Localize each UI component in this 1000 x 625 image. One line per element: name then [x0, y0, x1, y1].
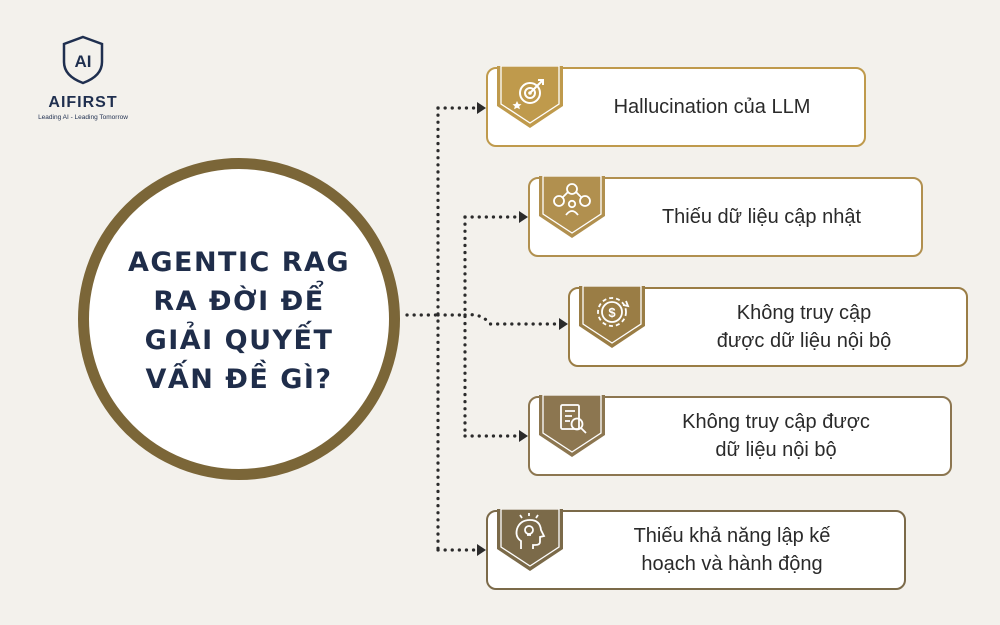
problem-card-5: Thiếu khả năng lập kế hoạch và hành động [486, 509, 906, 590]
svg-text:$: $ [608, 305, 616, 320]
arrowhead-4 [519, 430, 528, 442]
problem-card-1-label: Hallucination của LLM [613, 96, 811, 118]
brand-logo: AI AIFIRST Leading AI - Leading Tomorrow [28, 35, 138, 121]
central-question-title: AGENTIC RAG RA ĐỜI ĐỂ GIẢI QUYẾT VẤN ĐỀ … [127, 247, 351, 395]
arrowhead-3 [559, 318, 568, 330]
arrowhead-1 [477, 102, 486, 114]
problem-card-5-label: Thiếu khả năng lập kế hoạch và hành động [633, 525, 831, 575]
central-question-circle: AGENTIC RAG RA ĐỜI ĐỂ GIẢI QUYẾT VẤN ĐỀ … [78, 158, 400, 480]
shield-logo-icon: AI [62, 35, 104, 85]
problem-card-4-label: Không truy cập được dữ liệu nội bộ [682, 411, 870, 461]
brand-name: AIFIRST [48, 94, 118, 111]
target-icon [497, 66, 563, 128]
problem-card-2: Thiếu dữ liệu cập nhật [528, 176, 923, 257]
logo-mark-text: AI [75, 52, 92, 71]
brand-tagline: Leading AI - Leading Tomorrow [38, 114, 128, 121]
connector-branch-3 [463, 313, 562, 326]
gear-dollar-icon: $ [579, 286, 645, 348]
problem-card-3-label: Không truy cập được dữ liệu nội bộ [716, 302, 892, 352]
arrowhead-5 [477, 544, 486, 556]
arrowhead-2 [519, 211, 528, 223]
problem-card-1: Hallucination của LLM [486, 66, 866, 147]
head-idea-icon [497, 509, 563, 571]
problem-card-3: $ Không truy cập được dữ liệu nội bộ [568, 286, 968, 367]
problem-card-2-label: Thiếu dữ liệu cập nhật [661, 206, 862, 228]
document-search-icon [539, 395, 605, 457]
network-people-icon [539, 176, 605, 238]
problem-card-4: Không truy cập được dữ liệu nội bộ [528, 395, 952, 476]
